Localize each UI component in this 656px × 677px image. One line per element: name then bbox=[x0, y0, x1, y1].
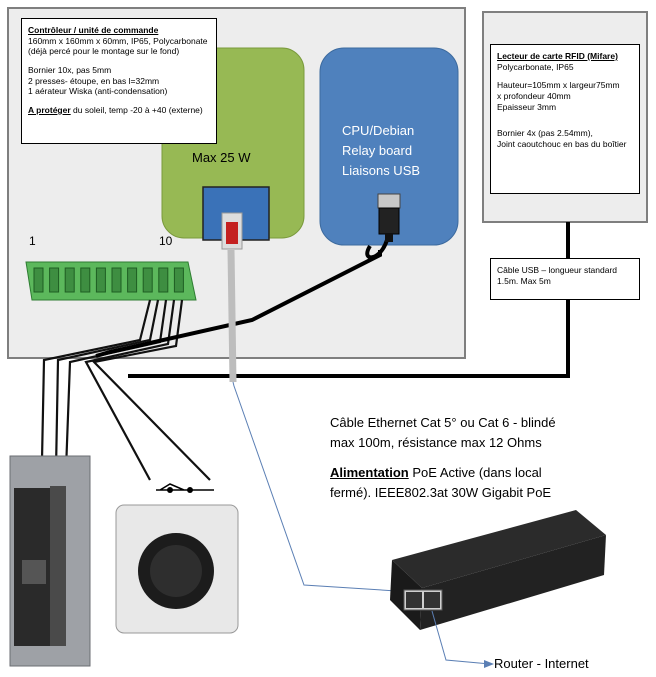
terminal-slot bbox=[173, 267, 184, 293]
cable-text-line: max 100m, résistance max 12 Ohms bbox=[330, 435, 542, 451]
terminal-block bbox=[25, 261, 197, 301]
rfid-note-line: Hauteur=105mm x largeur75mm bbox=[497, 80, 620, 91]
terminal-first-label: 1 bbox=[29, 234, 36, 248]
controller-note-gap bbox=[28, 97, 210, 105]
cable-text-power-rest: PoE Active (dans local bbox=[408, 465, 542, 481]
controller-note-sun-rest: du soleil, temp -20 à +40 (externe) bbox=[70, 104, 203, 115]
door-strike bbox=[9, 455, 91, 667]
poe-injector bbox=[390, 510, 606, 668]
usb-plug bbox=[377, 193, 401, 242]
terminal-slot bbox=[111, 267, 122, 293]
controller-note-line: 1 aérateur Wiska (anti-condensation) bbox=[28, 86, 168, 97]
controller-note: Contrôleur / unité de commande 160mm x 1… bbox=[21, 18, 217, 144]
ethernet-cable bbox=[221, 212, 413, 593]
cable-text-power: Alimentation PoE Active (dans local bbox=[330, 463, 650, 483]
green-module-label: Max 25 W bbox=[192, 150, 251, 165]
terminal-slot bbox=[80, 267, 91, 293]
terminal-slot bbox=[142, 267, 153, 293]
controller-note-line: 160mm x 160mm x 60mm, IP65, Polycarbonat… bbox=[28, 35, 208, 46]
cable-text-gap bbox=[330, 453, 650, 463]
blue-module-line: Liaisons USB bbox=[342, 163, 421, 179]
push-button bbox=[115, 483, 239, 634]
controller-note-gap bbox=[28, 57, 210, 65]
blue-module bbox=[319, 47, 459, 246]
controller-note-sun: A protéger du soleil, temp -20 à +40 (ex… bbox=[28, 105, 210, 116]
rfid-note-line: Epaisseur 3mm bbox=[497, 101, 557, 112]
usb-note: Câble USB – longueur standard 1.5m. Max … bbox=[490, 258, 640, 300]
blue-module-line: Relay board bbox=[342, 143, 413, 159]
terminal-slot bbox=[127, 267, 138, 293]
usb-note-line: 1.5m. Max 5m bbox=[497, 275, 551, 286]
controller-note-line: (déjà percé pour le montage sur le fond) bbox=[28, 46, 180, 57]
rfid-note: Lecteur de carte RFID (Mifare) Polycarbo… bbox=[490, 44, 640, 194]
rfid-note-gap bbox=[497, 112, 633, 120]
rfid-note-line: x profondeur 40mm bbox=[497, 90, 571, 101]
cable-text: Câble Ethernet Cat 5° ou Cat 6 - blindé … bbox=[330, 413, 650, 504]
rfid-note-title: Lecteur de carte RFID (Mifare) bbox=[497, 51, 618, 61]
controller-note-line: Bornier 10x, pas 5mm bbox=[28, 64, 112, 75]
blue-module-label: CPU/Debian Relay board Liaisons USB bbox=[342, 121, 420, 181]
terminal-slot bbox=[49, 267, 60, 293]
rfid-note-line: Bornier 4x (pas 2.54mm), bbox=[497, 128, 593, 139]
terminal-last-label: 10 bbox=[159, 234, 173, 248]
rfid-note-line: Polycarbonate, IP65 bbox=[497, 61, 574, 72]
terminal-slot bbox=[95, 267, 106, 293]
cable-text-line: fermé). IEEE802.3at 30W Gigabit PoE bbox=[330, 485, 552, 501]
router-label: Router - Internet bbox=[494, 656, 589, 671]
controller-note-line: 2 presses- étoupe, en bas l=32mm bbox=[28, 75, 160, 86]
controller-note-title: Contrôleur / unité de commande bbox=[28, 25, 159, 35]
cable-text-power-bold: Alimentation bbox=[330, 465, 409, 481]
rfid-note-line: Joint caoutchouc en bas du boîtier bbox=[497, 138, 627, 149]
controller-note-sun-bold: A protéger bbox=[28, 104, 71, 115]
cable-text-line: Câble Ethernet Cat 5° ou Cat 6 - blindé bbox=[330, 415, 556, 430]
terminal-slot bbox=[158, 267, 169, 293]
blue-module-line: CPU/Debian bbox=[342, 123, 415, 138]
rfid-note-gap bbox=[497, 120, 633, 128]
terminal-slot bbox=[64, 267, 75, 293]
rfid-note-gap bbox=[497, 72, 633, 80]
terminal-slot bbox=[33, 267, 44, 293]
usb-note-line: Câble USB – longueur standard bbox=[497, 265, 618, 275]
